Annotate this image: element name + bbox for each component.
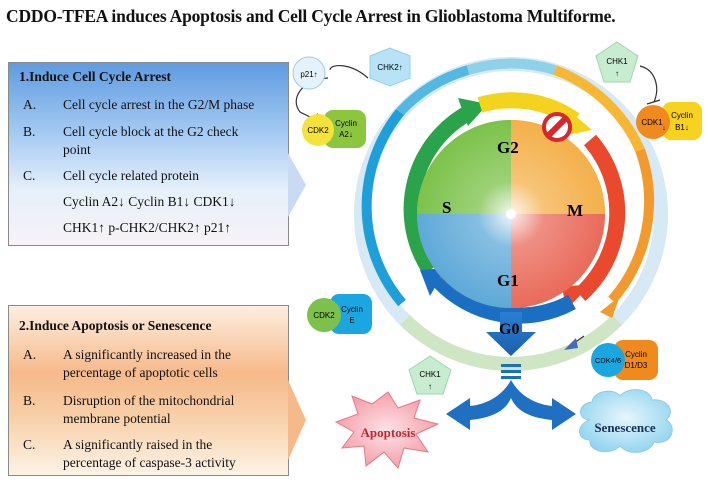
svg-text:CHK1: CHK1 (419, 370, 441, 379)
g0-ring (400, 315, 622, 371)
cdk1-node (636, 105, 670, 139)
wheel-center (506, 209, 516, 219)
cyclin-e-node (330, 294, 372, 334)
svg-text:CHK1: CHK1 (606, 57, 628, 66)
svg-text:CDK2: CDK2 (313, 311, 335, 320)
chk1-bottom-node (408, 355, 452, 395)
svg-text:↑: ↑ (615, 69, 619, 78)
panel-heading: 2.Induce Apoptosis or Senescence (19, 318, 212, 333)
panel-apoptosis-senescence: 2.Induce Apoptosis or Senescence A. A si… (8, 305, 289, 476)
svg-text:CHK2↑: CHK2↑ (377, 63, 402, 72)
split-arrow (446, 380, 576, 430)
phase-g1: G1 (497, 271, 519, 290)
svg-text:B1↓: B1↓ (675, 123, 689, 132)
senescence-cloud (579, 389, 673, 453)
cdk46-node (591, 343, 625, 377)
cdk2-top-node (302, 114, 334, 146)
svg-text:CDK1: CDK1 (641, 118, 663, 127)
panel-heading: 1.Induce Cell Cycle Arrest (19, 69, 171, 84)
panel-pointer (288, 380, 306, 460)
arc-top (466, 58, 557, 75)
svg-text:A2↓: A2↓ (339, 130, 353, 139)
cyclin-a2-node (324, 110, 366, 148)
svg-text:CDK4/6: CDK4/6 (595, 356, 621, 365)
senescence-label: Senescence (594, 420, 656, 435)
svg-text:↑: ↑ (428, 382, 432, 391)
g0-arrow (486, 312, 536, 356)
svg-text:Cyclin: Cyclin (625, 350, 647, 359)
svg-text:Cyclin: Cyclin (671, 111, 693, 120)
phase-g0: G0 (499, 321, 519, 338)
arrow-m (574, 134, 626, 301)
chk1-top-node (595, 41, 639, 83)
svg-text:↓: ↓ (662, 125, 666, 132)
apoptosis-burst (334, 391, 440, 470)
cyclin-d-node (614, 340, 658, 380)
apoptosis-label: Apoptosis (361, 425, 416, 440)
chk2-node (369, 47, 411, 87)
figure-title: CDDO-TFEA induces Apoptosis and Cell Cyc… (6, 6, 616, 26)
p21-node (292, 56, 326, 90)
svg-text:E: E (349, 316, 354, 325)
svg-text:CDK2: CDK2 (307, 126, 329, 135)
arc-top-right (553, 65, 645, 153)
g2-block-icon (542, 112, 572, 142)
arc-top-left (396, 65, 470, 116)
svg-text:Cyclin: Cyclin (341, 305, 363, 314)
phase-s: S (442, 198, 451, 217)
svg-text:p21↑: p21↑ (300, 70, 317, 79)
panel-pointer (288, 153, 306, 217)
cyclin-b1-node (662, 102, 702, 140)
arc-right (608, 148, 655, 304)
arrow-s (403, 104, 474, 275)
arc-arrowhead (600, 296, 620, 318)
phase-g2: G2 (497, 138, 519, 157)
phase-m: M (567, 201, 583, 220)
svg-text:Cyclin: Cyclin (335, 119, 357, 128)
svg-text:D1/D3: D1/D3 (625, 361, 648, 370)
cdk2-mid-node (307, 298, 341, 332)
arc-left (361, 108, 406, 307)
